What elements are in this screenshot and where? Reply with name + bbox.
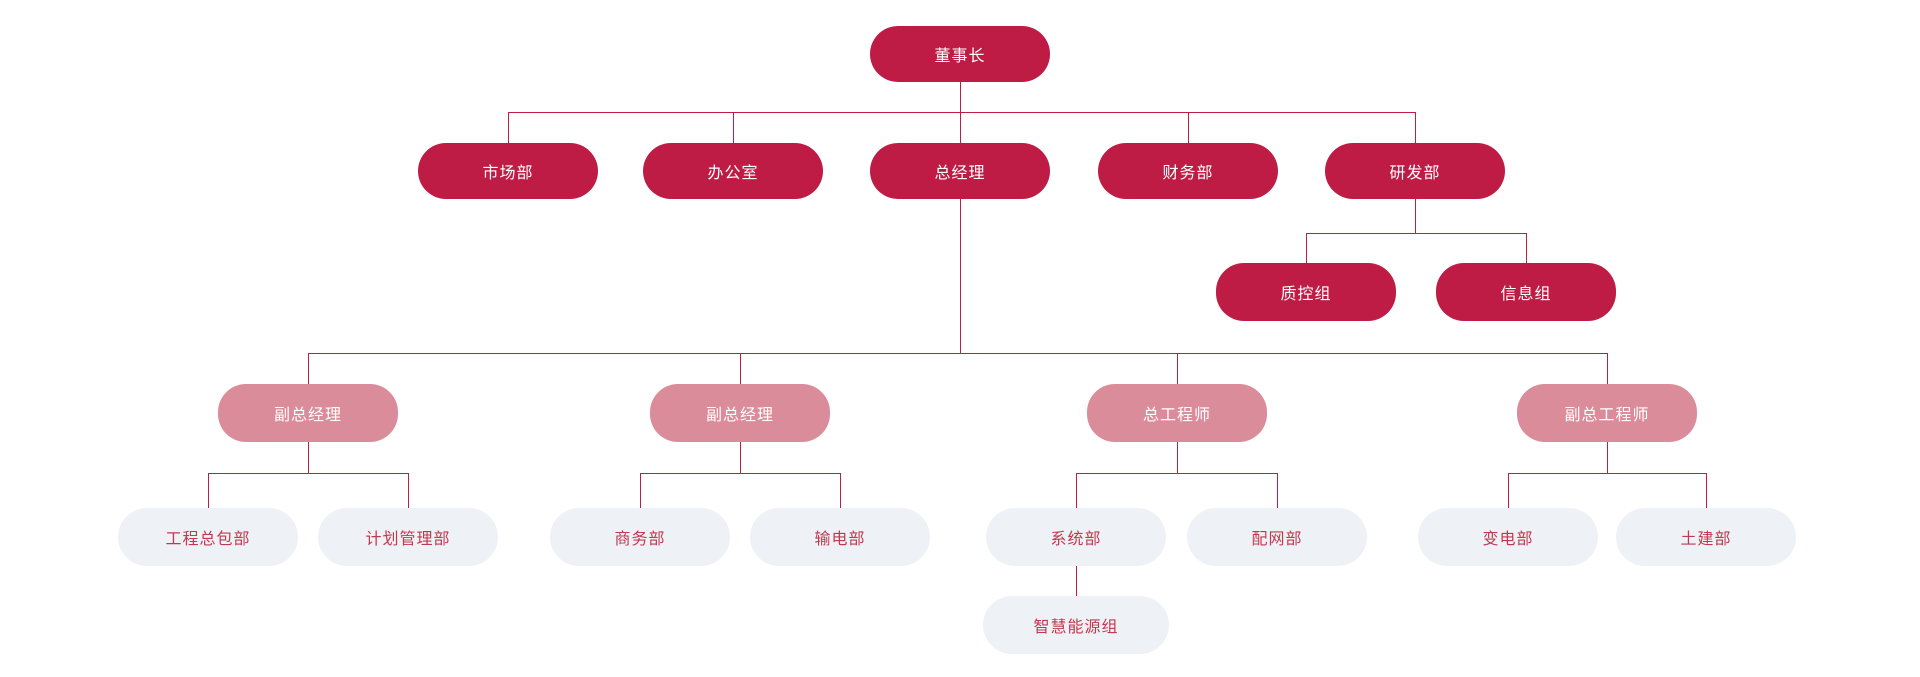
- connector-line: [1076, 566, 1077, 596]
- connector-line: [740, 442, 741, 473]
- connector-line: [408, 473, 409, 508]
- connector-line: [1607, 442, 1608, 473]
- connector-line: [1076, 473, 1277, 474]
- org-node-label: 计划管理部: [365, 531, 451, 548]
- connector-line: [640, 473, 840, 474]
- org-node-general-manager: 总经理: [870, 143, 1050, 199]
- connector-line: [308, 353, 309, 384]
- org-node-substation-dept: 变电部: [1418, 508, 1598, 566]
- org-node-label: 输电部: [814, 531, 866, 548]
- org-node-deputy-chief-engineer: 副总工程师: [1517, 384, 1697, 442]
- org-node-label: 工程总包部: [165, 531, 251, 548]
- connector-line: [208, 473, 408, 474]
- org-node-transmission-dept: 输电部: [750, 508, 930, 566]
- connector-line: [1508, 473, 1509, 508]
- connector-line: [308, 353, 1607, 354]
- connector-line: [960, 82, 961, 112]
- org-node-label: 副总经理: [273, 407, 342, 424]
- org-node-chief-engineer: 总工程师: [1087, 384, 1267, 442]
- connector-line: [208, 473, 209, 508]
- org-node-label: 副总经理: [705, 407, 774, 424]
- org-node-label: 土建部: [1680, 531, 1732, 548]
- org-node-label: 系统部: [1050, 531, 1102, 548]
- connector-line: [640, 473, 641, 508]
- connector-line: [1306, 233, 1526, 234]
- org-node-planning-dept: 计划管理部: [318, 508, 498, 566]
- connector-line: [1076, 473, 1077, 508]
- org-node-label: 质控组: [1280, 286, 1332, 303]
- connector-line: [1188, 112, 1189, 143]
- org-node-label: 总工程师: [1142, 407, 1211, 424]
- org-node-label: 副总工程师: [1564, 407, 1650, 424]
- connector-line: [308, 442, 309, 473]
- connector-line: [1306, 233, 1307, 263]
- connector-line: [508, 112, 1415, 113]
- connector-line: [733, 112, 734, 143]
- org-node-rnd-dept: 研发部: [1325, 143, 1505, 199]
- connector-line: [740, 353, 741, 384]
- connector-line: [1706, 473, 1707, 508]
- org-node-label: 研发部: [1389, 165, 1441, 182]
- org-node-label: 财务部: [1162, 165, 1214, 182]
- org-node-information-group: 信息组: [1436, 263, 1616, 321]
- org-node-commerce-dept: 商务部: [550, 508, 730, 566]
- connector-line: [508, 112, 509, 143]
- org-node-chairman: 董事长: [870, 26, 1050, 82]
- org-node-deputy-gm-2: 副总经理: [650, 384, 830, 442]
- org-node-office: 办公室: [643, 143, 823, 199]
- org-node-label: 董事长: [934, 48, 986, 65]
- org-node-label: 市场部: [482, 165, 534, 182]
- connector-line: [1415, 112, 1416, 143]
- org-node-deputy-gm-1: 副总经理: [218, 384, 398, 442]
- org-node-label: 信息组: [1500, 286, 1552, 303]
- connector-line: [1508, 473, 1706, 474]
- org-node-finance-dept: 财务部: [1098, 143, 1278, 199]
- connector-line: [1415, 199, 1416, 233]
- connector-line: [1526, 233, 1527, 263]
- org-node-label: 配网部: [1251, 531, 1303, 548]
- org-node-label: 智慧能源组: [1033, 619, 1119, 636]
- org-node-smart-energy-group: 智慧能源组: [983, 596, 1169, 654]
- org-node-label: 办公室: [707, 165, 759, 182]
- org-node-quality-control-group: 质控组: [1216, 263, 1396, 321]
- connector-line: [960, 112, 961, 143]
- org-node-distribution-dept: 配网部: [1187, 508, 1367, 566]
- connector-line: [840, 473, 841, 508]
- org-node-label: 商务部: [614, 531, 666, 548]
- org-node-system-dept: 系统部: [986, 508, 1166, 566]
- connector-line: [1607, 353, 1608, 384]
- org-node-civil-dept: 土建部: [1616, 508, 1796, 566]
- connector-line: [1177, 353, 1178, 384]
- org-node-label: 总经理: [934, 165, 986, 182]
- connector-line: [1277, 473, 1278, 508]
- org-node-label: 变电部: [1482, 531, 1534, 548]
- connector-line: [1177, 442, 1178, 473]
- org-node-epc-dept: 工程总包部: [118, 508, 298, 566]
- connector-line: [960, 199, 961, 353]
- org-node-marketing-dept: 市场部: [418, 143, 598, 199]
